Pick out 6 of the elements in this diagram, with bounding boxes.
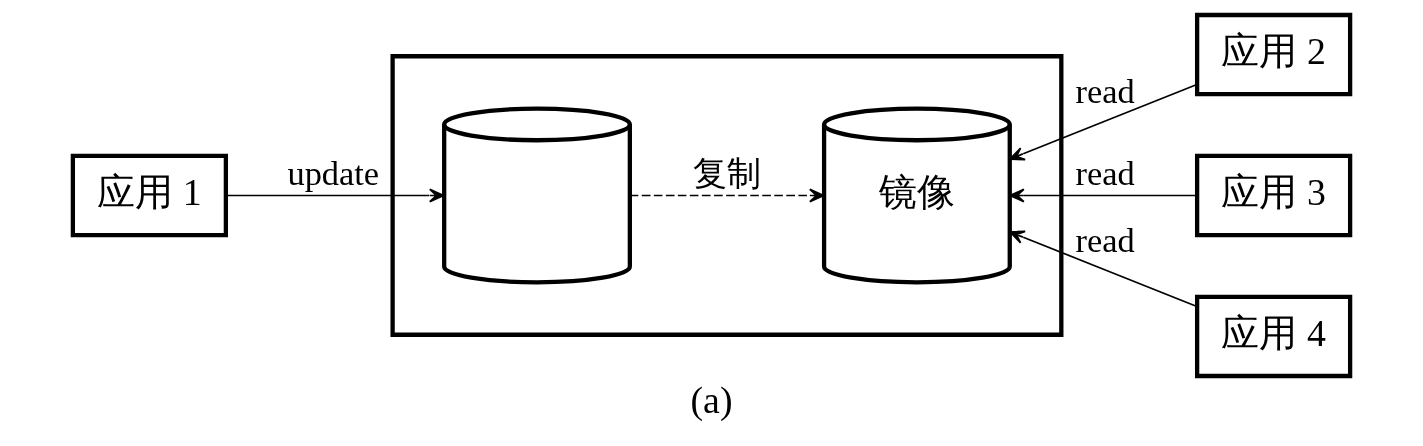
edge-label: 复制 <box>692 154 761 193</box>
edge-label: update <box>287 154 380 193</box>
caption: (a) <box>690 379 733 422</box>
edge-label: read <box>1075 71 1135 110</box>
edge-label: read <box>1075 221 1135 260</box>
edge-label: read <box>1075 154 1135 193</box>
